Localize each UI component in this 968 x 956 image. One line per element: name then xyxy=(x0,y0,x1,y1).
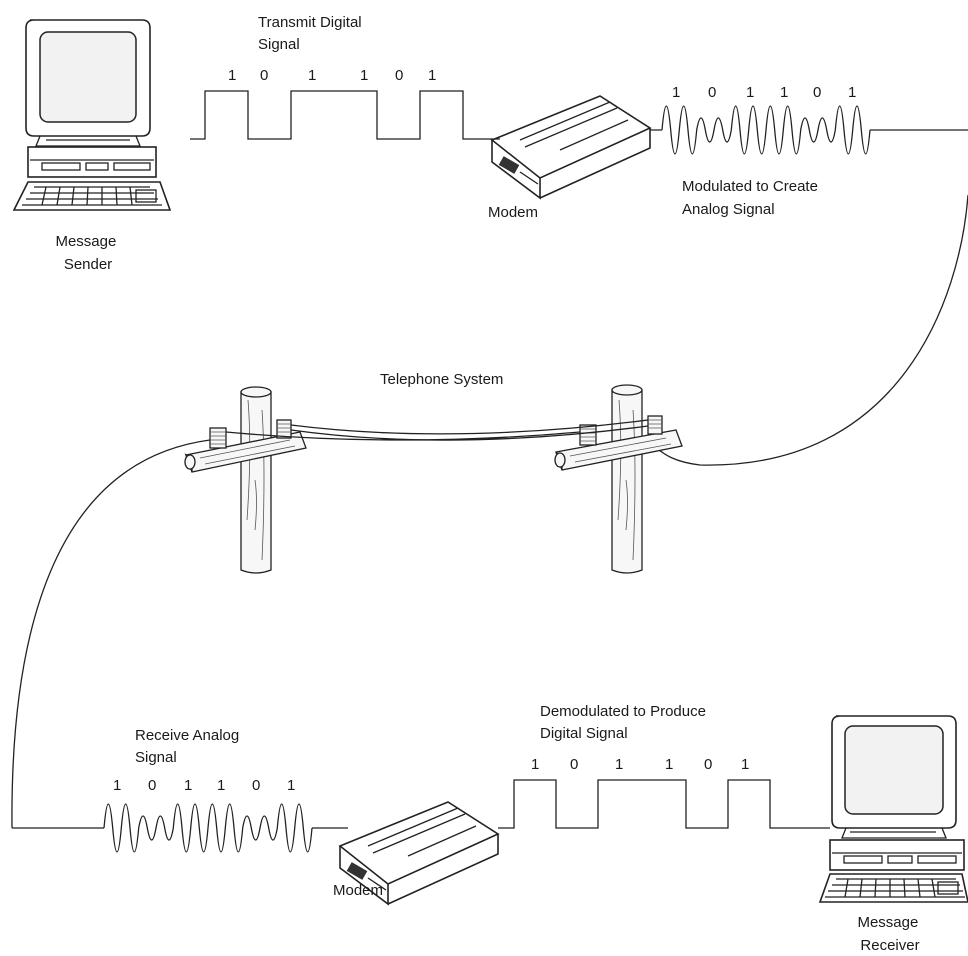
receive-analog-line-2: Signal xyxy=(135,749,177,766)
top-digital-waveform xyxy=(190,91,500,139)
top-digital-bits: 1 0 1 1 0 1 xyxy=(228,67,436,84)
top-analog-bit-5: 0 xyxy=(813,84,821,101)
bottom-analog-bit-2: 0 xyxy=(148,777,156,794)
top-analog-bit-3: 1 xyxy=(746,84,754,101)
message-receiver-line-2: Receiver xyxy=(860,937,919,954)
message-receiver-line-1: Message xyxy=(857,914,918,931)
bottom-analog-waveform xyxy=(104,804,312,852)
top-analog-bit-4: 1 xyxy=(780,84,788,101)
demodulated-label: Demodulated to Produce Digital Signal xyxy=(540,703,710,742)
bottom-digital-bits: 1 0 1 1 0 1 xyxy=(531,756,749,773)
bottom-digital-bit-1: 1 xyxy=(531,756,539,773)
receive-analog-line-1: Receive Analog xyxy=(135,727,239,744)
top-analog-bit-2: 0 xyxy=(708,84,716,101)
top-digital-bit-6: 1 xyxy=(428,67,436,84)
modulated-line-1: Modulated to Create xyxy=(682,178,818,195)
bottom-analog-bits: 1 0 1 1 0 1 xyxy=(113,777,295,794)
message-sender-line-1: Message xyxy=(55,233,116,250)
receive-analog-label: Receive Analog Signal xyxy=(135,727,243,766)
telephone-system-label: Telephone System xyxy=(380,371,503,388)
top-digital-bit-2: 0 xyxy=(260,67,268,84)
top-digital-bit-5: 0 xyxy=(395,67,403,84)
bottom-digital-bit-5: 0 xyxy=(704,756,712,773)
top-modem-label: Modem xyxy=(488,204,538,221)
receiver-computer-icon xyxy=(820,716,968,902)
transmit-digital-label: Transmit Digital Signal xyxy=(258,14,366,53)
bottom-modem-label: Modem xyxy=(333,882,383,899)
right-telephone-pole-icon xyxy=(555,385,682,573)
left-telephone-pole-icon xyxy=(185,387,306,573)
transmit-digital-line-1: Transmit Digital xyxy=(258,14,362,31)
bottom-analog-bit-6: 1 xyxy=(287,777,295,794)
transmit-digital-line-2: Signal xyxy=(258,36,300,53)
bottom-digital-bit-6: 1 xyxy=(741,756,749,773)
bottom-analog-bit-5: 0 xyxy=(252,777,260,794)
bottom-analog-bit-3: 1 xyxy=(184,777,192,794)
bottom-analog-bit-1: 1 xyxy=(113,777,121,794)
bottom-line-from-pole xyxy=(12,440,210,828)
message-sender-label: Message Sender xyxy=(55,233,120,273)
bottom-digital-bit-2: 0 xyxy=(570,756,578,773)
top-digital-bit-4: 1 xyxy=(360,67,368,84)
top-analog-waveform xyxy=(662,106,870,154)
modulated-line-2: Analog Signal xyxy=(682,201,775,218)
top-digital-bit-3: 1 xyxy=(308,67,316,84)
modulated-label: Modulated to Create Analog Signal xyxy=(682,178,822,218)
bottom-digital-waveform xyxy=(498,780,830,828)
demodulated-line-1: Demodulated to Produce xyxy=(540,703,706,720)
top-analog-bit-6: 1 xyxy=(848,84,856,101)
demodulated-line-2: Digital Signal xyxy=(540,725,628,742)
top-digital-bit-1: 1 xyxy=(228,67,236,84)
top-modem-icon xyxy=(492,96,650,198)
sender-computer-icon xyxy=(14,20,170,210)
message-receiver-label: Message Receiver xyxy=(857,914,922,954)
top-analog-bits: 1 0 1 1 0 1 xyxy=(672,84,856,101)
bottom-digital-bit-4: 1 xyxy=(665,756,673,773)
bottom-digital-bit-3: 1 xyxy=(615,756,623,773)
top-analog-bit-1: 1 xyxy=(672,84,680,101)
bottom-analog-bit-4: 1 xyxy=(217,777,225,794)
message-sender-line-2: Sender xyxy=(64,256,112,273)
